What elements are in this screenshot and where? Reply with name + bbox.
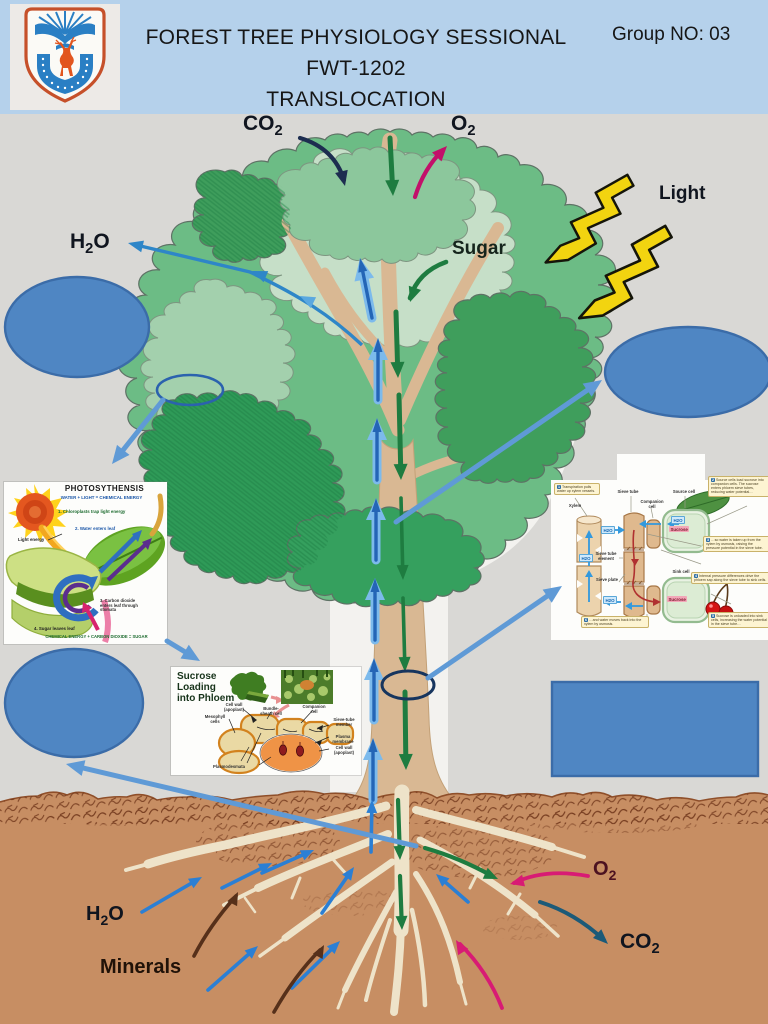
slide-title: FOREST TREE PHYSIOLOGY SESSIONAL FWT-120… (122, 22, 590, 115)
placeholder-ellipse-right (603, 325, 768, 419)
flow-sucrose-chip-2: Sucrose (667, 596, 688, 602)
university-logo (24, 7, 106, 103)
sucrose-label-plasma-membrane: Plasma membrane (332, 734, 354, 744)
photosynthesis-equation-bottom: CHEMICAL ENERGY + CARBON DIOXIDE = SUGAR (45, 634, 148, 639)
h2o-label-root: H2O (86, 903, 124, 928)
title-line-3: TRANSLOCATION (266, 88, 446, 111)
photosynthesis-step3: 3. Carbon dioxide enters leaf through st… (100, 598, 138, 613)
co2-label-top: CO2 (243, 112, 283, 140)
xylem-water-arrows (128, 240, 388, 805)
o2-label-top: O2 (451, 112, 476, 140)
flow-label-xylem: Xylem (568, 503, 582, 508)
flow-label-sieve-tube: Sieve tube (617, 489, 639, 494)
canopy-highlight-ellipse (155, 373, 225, 407)
co2-label-root: CO2 (620, 930, 660, 958)
sucrose-label-sieve-tube: Sieve-tube member (333, 717, 355, 727)
flow-step-6: 6…and water moves back into the xylem by… (581, 616, 649, 629)
placeholder-ellipse-left-bottom (3, 647, 145, 759)
flow-label-companion-cell: Companion cell (640, 499, 664, 509)
sucrose-label-companion: Companion cell (302, 704, 326, 714)
logo-container (10, 4, 120, 110)
photosynthesis-light-energy: Light energy (18, 537, 45, 542)
flow-label-source-cell: Source cell (672, 489, 696, 494)
o2-label-root: O2 (593, 858, 617, 883)
minerals-label: Minerals (100, 956, 182, 978)
photosynthesis-artwork (5, 484, 166, 644)
flow-step-3: 3…so water is taken up from the xylem by… (703, 536, 768, 553)
light-bolts (544, 173, 673, 320)
sucrose-label-bundle-sheath: Bundle-sheath cell (260, 706, 282, 716)
gas-exchange-arrows (297, 135, 447, 200)
photosynthesis-title: PHOTOSYTHENSIS (64, 484, 145, 493)
photosynthesis-step1: 1. Chloroplasts trap light energy (58, 509, 126, 514)
sucrose-artwork (217, 670, 355, 775)
sucrose-title: Sucrose Loading into Phloem (177, 671, 235, 704)
photosynthesis-step2: 2. Water enters leaf (75, 526, 116, 531)
h2o-label-top: H2O (70, 230, 110, 258)
light-label: Light (659, 183, 706, 204)
sucrose-label-cell-wall-1: Cell wall (apoplast) (223, 702, 244, 712)
placeholder-rect-right (550, 680, 760, 778)
flow-h2o-chip-1: H2O (671, 516, 686, 524)
flow-h2o-chip-3: H2O (579, 554, 594, 562)
flow-label-sieve-tube-element: Sieve tube element (595, 551, 617, 561)
title-line-2: FWT-1202 (306, 57, 406, 80)
trunk-highlight-ellipse (380, 669, 436, 701)
placeholder-ellipse-left-top (3, 275, 151, 379)
sucrose-label-mesophyll: Mesophyll cells (204, 714, 226, 724)
photosynthesis-equation-top: WATER + LIGHT = CHEMICAL ENERGY (60, 495, 143, 500)
placeholder-shapes (3, 275, 768, 778)
sugar-label: Sugar (452, 238, 506, 259)
flow-label-sieve-plate: Sieve plate (596, 577, 618, 582)
flow-label-sink-cell: Sink cell (672, 569, 690, 574)
sucrose-label-plasmodesmata: Plasmodesmata (213, 764, 245, 769)
photosynthesis-inset: PHOTOSYTHENSIS WATER + LIGHT = CHEMICAL … (4, 482, 167, 644)
flow-h2o-chip-4: H2O (603, 596, 618, 604)
title-line-1: FOREST TREE PHYSIOLOGY SESSIONAL (145, 26, 567, 49)
flow-h2o-chip-2: H2O (601, 526, 616, 534)
flow-sucrose-chip-1: Sucrose (669, 526, 690, 532)
sucrose-loading-inset: Sucrose Loading into Phloem Cell wall (a… (171, 667, 361, 775)
photosynthesis-step4: 4. Sugar leaves leaf (34, 626, 75, 631)
sucrose-label-cell-wall-2: Cell wall (apoplast) (333, 745, 354, 755)
slide-header: FOREST TREE PHYSIOLOGY SESSIONAL FWT-120… (0, 0, 768, 114)
group-number: Group NO: 03 (612, 24, 731, 45)
